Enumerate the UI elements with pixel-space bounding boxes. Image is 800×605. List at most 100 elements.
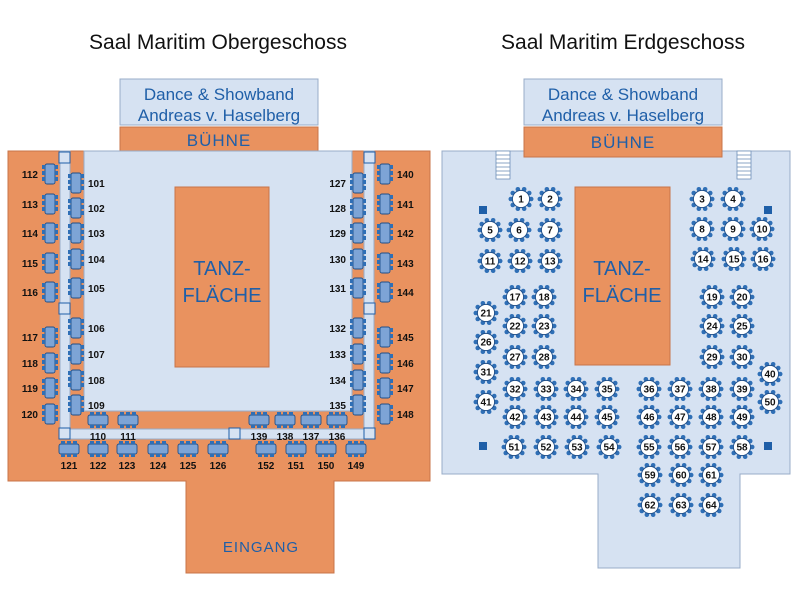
chair (363, 396, 366, 400)
chair (668, 472, 674, 478)
table-top (44, 163, 56, 185)
upper-table-119: 119 (22, 377, 58, 399)
upper-table-127: 127 (329, 172, 366, 194)
chair (42, 379, 45, 383)
table-top (352, 222, 364, 244)
chair (501, 444, 507, 450)
chair (473, 369, 479, 375)
chair (614, 386, 620, 392)
chair (264, 441, 268, 444)
chair (263, 425, 267, 428)
lower-table-41: 41 (473, 390, 499, 415)
table-top (511, 189, 531, 209)
chair (210, 454, 214, 457)
upper-table-label: 113 (22, 200, 39, 211)
chair (521, 444, 527, 450)
chair (377, 360, 380, 364)
chair (553, 444, 559, 450)
chair (473, 399, 479, 405)
chair (162, 454, 166, 457)
chair (363, 199, 366, 203)
table-top (510, 251, 530, 271)
chair (186, 454, 190, 457)
lower-table-6: 6 (506, 218, 532, 242)
chair (55, 354, 58, 358)
table-top (70, 317, 82, 339)
upper-table-136: 136 (326, 412, 348, 443)
chair (150, 454, 154, 457)
lower-table-label: 26 (480, 338, 492, 349)
lower-table-29: 29 (699, 345, 725, 370)
chair (68, 230, 71, 234)
upper-table-144: 144 (377, 281, 414, 303)
chair (350, 383, 353, 387)
chair (493, 339, 499, 345)
chair (749, 354, 755, 360)
table-top (352, 172, 364, 194)
chair (68, 180, 71, 184)
chair (698, 472, 704, 478)
upper-table-139: 139 (248, 412, 270, 443)
chair (156, 454, 160, 457)
lower-table-7: 7 (537, 218, 563, 242)
table-top (692, 219, 712, 239)
chair (210, 441, 214, 444)
chair (68, 351, 71, 355)
chair (502, 294, 508, 300)
chair (55, 254, 58, 258)
chair (363, 236, 366, 240)
chair (96, 454, 100, 457)
table-top (505, 287, 525, 307)
chair (527, 258, 533, 264)
chair (335, 412, 339, 415)
lower-table-25: 25 (729, 314, 755, 339)
chair (594, 386, 600, 392)
lower-table-46: 46 (636, 405, 662, 430)
table-top (671, 495, 691, 515)
table-top (117, 414, 139, 426)
upper-band-box (119, 78, 319, 126)
chair (390, 360, 393, 364)
table-top (379, 352, 391, 374)
chair (360, 454, 364, 457)
chair (81, 351, 84, 355)
table-top (639, 437, 659, 457)
chair (329, 412, 333, 415)
chair (288, 441, 292, 444)
upper-table-145: 145 (377, 326, 414, 348)
lower-stage-label: BÜHNE (591, 133, 656, 152)
chair (55, 230, 58, 234)
chair (68, 174, 71, 178)
upper-dance-floor (174, 186, 270, 368)
table-top (509, 220, 529, 240)
chair (55, 283, 58, 287)
chair (335, 425, 339, 428)
lower-table-44: 44 (563, 405, 589, 430)
upper-table-label: 151 (288, 461, 305, 472)
lower-table-label: 41 (480, 398, 492, 409)
lower-table-43: 43 (533, 405, 559, 430)
chair (390, 207, 393, 211)
chair (150, 441, 154, 444)
upper-table-label: 112 (22, 170, 39, 181)
chair (740, 196, 746, 202)
chair (557, 196, 563, 202)
chair (330, 441, 334, 444)
chair (55, 328, 58, 332)
lower-band-name: Dance & Showband (548, 85, 698, 104)
table-top (44, 252, 56, 274)
chair (81, 383, 84, 387)
chair (42, 201, 45, 205)
lower-table-48: 48 (698, 405, 724, 430)
upper-table-label: 131 (329, 284, 346, 295)
chair (390, 385, 393, 389)
table-top (640, 465, 660, 485)
upper-table-148: 148 (377, 403, 414, 425)
chair (42, 165, 45, 169)
chair (90, 441, 94, 444)
chair (596, 444, 602, 450)
chair (300, 441, 304, 444)
lower-table-5: 5 (477, 218, 503, 242)
table-top (505, 407, 525, 427)
table-top (44, 352, 56, 374)
